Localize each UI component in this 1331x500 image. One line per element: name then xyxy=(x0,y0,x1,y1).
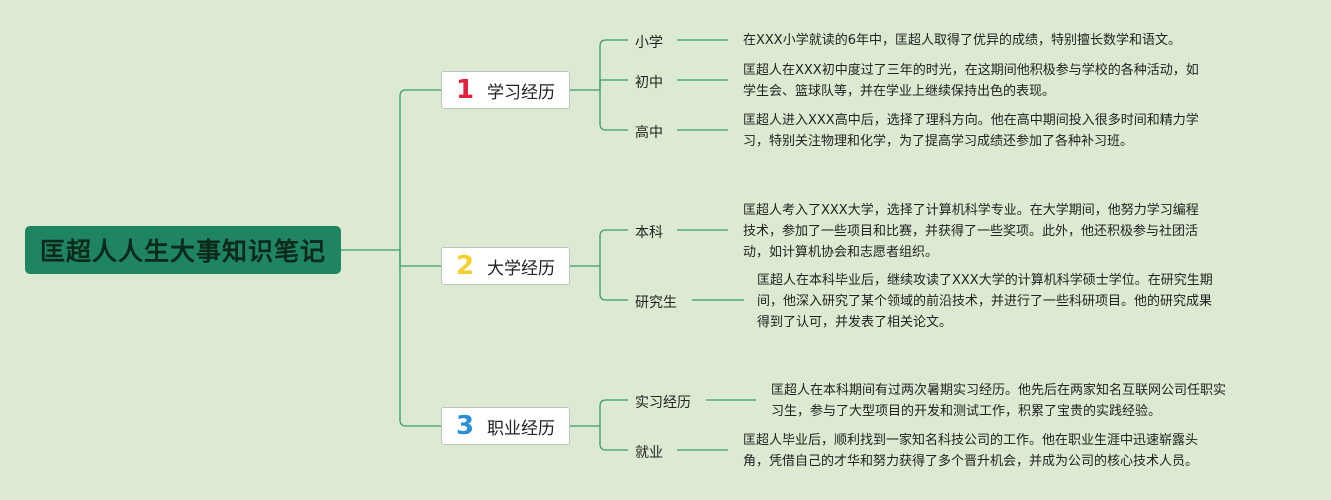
connector-b2-leaf-1 xyxy=(599,229,628,266)
desc-primary-school: 在XXX小学就读的6年中，匡超人取得了优异的成绩，特别擅长数学和语文。 xyxy=(743,30,1181,51)
desc-line: 动，如计算机协会和志愿者组织。 xyxy=(743,245,939,260)
branch-label-career: 职业经历 xyxy=(487,418,555,439)
desc-high-school: 匡超人进入XXX高中后，选择了理科方向。他在高中期间投入很多时间和精力学 习，特… xyxy=(743,110,1199,152)
desc-graduate: 匡超人在本科毕业后，继续攻读了XXX大学的计算机科学硕士学位。在研究生期 间，他… xyxy=(757,270,1213,333)
branch-number-1: 1 xyxy=(455,75,475,105)
leaf-internship[interactable]: 实习经历 xyxy=(635,395,691,411)
branch-number-3: 3 xyxy=(455,411,475,441)
branch-label-study: 学习经历 xyxy=(487,82,555,103)
branch-number-2: 2 xyxy=(455,251,475,281)
desc-line: 习生，参与了大型项目的开发和测试工作，积累了宝贵的实践经验。 xyxy=(771,404,1162,419)
branch-node-career[interactable]: 3 职业经历 xyxy=(441,407,570,445)
leaf-graduate[interactable]: 研究生 xyxy=(635,295,677,311)
connector-b1-leaf-3 xyxy=(599,90,628,131)
desc-internship: 匡超人在本科期间有过两次暑期实习经历。他先后在两家知名互联网公司任职实 习生，参… xyxy=(771,380,1226,422)
leaf-high-school[interactable]: 高中 xyxy=(635,125,663,141)
desc-line: 习，特别关注物理和化学，为了提高学习成绩还参加了各种补习班。 xyxy=(743,134,1134,149)
connector-b2-leaf-2 xyxy=(599,266,628,301)
desc-undergraduate: 匡超人考入了XXX大学，选择了计算机科学专业。在大学期间，他努力学习编程 技术，… xyxy=(743,200,1199,263)
desc-line: 匡超人在本科毕业后，继续攻读了XXX大学的计算机科学硕士学位。在研究生期 xyxy=(757,273,1213,288)
connector-b1-leaf-1 xyxy=(599,39,628,90)
leaf-middle-school[interactable]: 初中 xyxy=(635,75,663,91)
desc-line: 匡超人考入了XXX大学，选择了计算机科学专业。在大学期间，他努力学习编程 xyxy=(743,203,1199,218)
connector-b3-leaf-2 xyxy=(599,426,628,451)
desc-middle-school: 匡超人在XXX初中度过了三年的时光，在这期间他积极参与学校的各种活动，如 学生会… xyxy=(743,60,1199,102)
desc-line: 匡超人在XXX初中度过了三年的时光，在这期间他积极参与学校的各种活动，如 xyxy=(743,63,1199,78)
connector-b3-leaf-1 xyxy=(599,399,628,426)
desc-line: 技术，参加了一些项目和比赛，并获得了一些奖项。此外，他还积极参与社团活 xyxy=(743,224,1199,239)
branch-node-university[interactable]: 2 大学经历 xyxy=(441,247,570,285)
root-title: 匡超人人生大事知识笔记 xyxy=(39,237,326,266)
desc-employment: 匡超人毕业后，顺利找到一家知名科技公司的工作。他在职业生涯中迅速崭露头 角，凭借… xyxy=(743,430,1198,472)
desc-line: 在XXX小学就读的6年中，匡超人取得了优异的成绩，特别擅长数学和语文。 xyxy=(743,33,1181,48)
leaf-primary-school[interactable]: 小学 xyxy=(635,35,663,51)
desc-line: 得到了认可，并发表了相关论文。 xyxy=(757,315,953,330)
connector-root-branch-2 xyxy=(399,250,441,267)
leaf-employment[interactable]: 就业 xyxy=(635,445,663,461)
desc-line: 间，他深入研究了某个领域的前沿技术，并进行了一些科研项目。他的研究成果 xyxy=(757,294,1213,309)
connector-root-branch-1 xyxy=(399,89,441,250)
desc-line: 匡超人进入XXX高中后，选择了理科方向。他在高中期间投入很多时间和精力学 xyxy=(743,113,1199,128)
desc-line: 匡超人毕业后，顺利找到一家知名科技公司的工作。他在职业生涯中迅速崭露头 xyxy=(743,433,1199,448)
branch-label-university: 大学经历 xyxy=(487,258,555,279)
connector-b1-leaf-2 xyxy=(599,79,628,90)
desc-line: 角，凭借自己的才华和努力获得了多个晋升机会，并成为公司的核心技术人员。 xyxy=(743,454,1199,469)
branch-node-study[interactable]: 1 学习经历 xyxy=(441,71,570,109)
connector-root-branch-3 xyxy=(399,250,441,427)
leaf-undergraduate[interactable]: 本科 xyxy=(635,225,663,241)
desc-line: 学生会、篮球队等，并在学业上继续保持出色的表现。 xyxy=(743,84,1056,99)
desc-line: 匡超人在本科期间有过两次暑期实习经历。他先后在两家知名互联网公司任职实 xyxy=(771,383,1227,398)
root-node[interactable]: 匡超人人生大事知识笔记 xyxy=(25,226,341,274)
